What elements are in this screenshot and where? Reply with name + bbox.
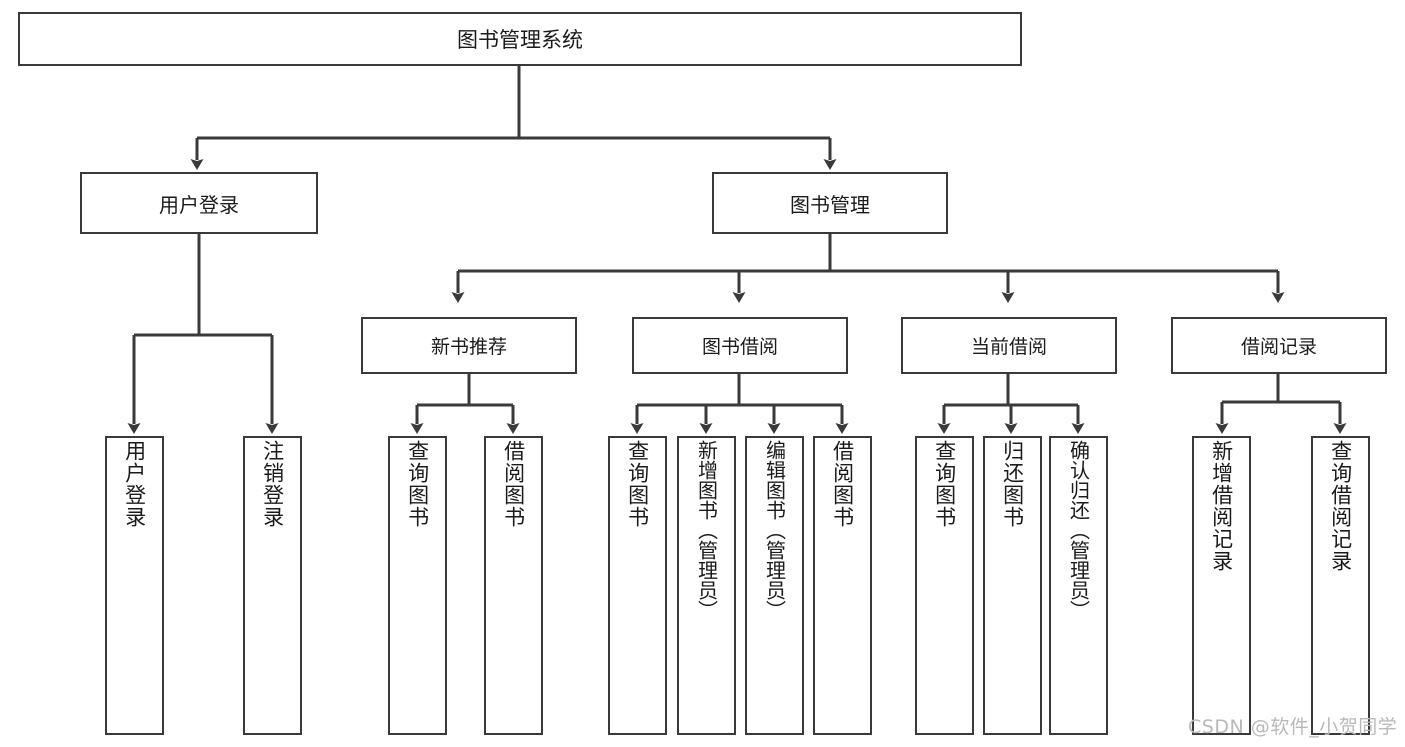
leaf-label: 新增图书（管理员）: [694, 440, 719, 620]
leaf-confirm-return-admin[interactable]: 确认归还（管理员）: [1049, 436, 1108, 735]
node-label: 新书推荐: [430, 336, 507, 358]
node-current-borrowing[interactable]: 当前借阅: [901, 317, 1117, 374]
leaf-logout[interactable]: 注销登录: [243, 436, 302, 735]
leaf-return-books[interactable]: 归还图书: [983, 436, 1042, 735]
leaf-query-borrow-record[interactable]: 查询借阅记录: [1311, 436, 1370, 735]
node-book-borrowing[interactable]: 图书借阅: [632, 317, 848, 374]
node-book-management[interactable]: 图书管理: [712, 172, 948, 234]
leaf-label: 查询图书: [405, 440, 430, 528]
leaf-label: 确认归还（管理员）: [1066, 440, 1091, 620]
leaf-add-book-admin[interactable]: 新增图书（管理员）: [677, 436, 736, 735]
leaf-label: 借阅图书: [830, 440, 855, 528]
leaf-label: 借阅图书: [501, 440, 526, 528]
node-label: 当前借阅: [970, 336, 1047, 358]
leaf-label: 用户登录: [122, 440, 147, 528]
leaf-label: 查询图书: [932, 440, 957, 528]
node-new-book-recommendation[interactable]: 新书推荐: [361, 317, 577, 374]
leaf-label: 查询借阅记录: [1328, 440, 1353, 572]
node-borrow-records[interactable]: 借阅记录: [1171, 317, 1387, 374]
leaf-query-books-borrow[interactable]: 查询图书: [608, 436, 667, 735]
leaf-add-borrow-record[interactable]: 新增借阅记录: [1192, 436, 1251, 735]
node-label: 图书管理: [790, 192, 870, 217]
leaf-query-books-new-book[interactable]: 查询图书: [388, 436, 447, 735]
leaf-user-login[interactable]: 用户登录: [105, 436, 164, 735]
leaf-query-books-current[interactable]: 查询图书: [915, 436, 974, 735]
leaf-label: 归还图书: [1000, 440, 1025, 528]
node-label: 用户登录: [159, 192, 239, 217]
leaf-label: 注销登录: [260, 440, 285, 528]
node-label: 借阅记录: [1240, 336, 1317, 358]
node-user-login[interactable]: 用户登录: [80, 172, 318, 234]
leaf-label: 编辑图书（管理员）: [762, 440, 787, 620]
leaf-label: 新增借阅记录: [1209, 440, 1234, 572]
leaf-label: 查询图书: [625, 440, 650, 528]
node-label: 图书管理系统: [457, 28, 583, 52]
leaf-borrow-books-new-book[interactable]: 借阅图书: [484, 436, 543, 735]
leaf-edit-book-admin[interactable]: 编辑图书（管理员）: [745, 436, 804, 735]
node-label: 图书借阅: [701, 336, 778, 358]
leaf-borrow-books[interactable]: 借阅图书: [813, 436, 872, 735]
node-root-book-management-system[interactable]: 图书管理系统: [18, 12, 1022, 66]
